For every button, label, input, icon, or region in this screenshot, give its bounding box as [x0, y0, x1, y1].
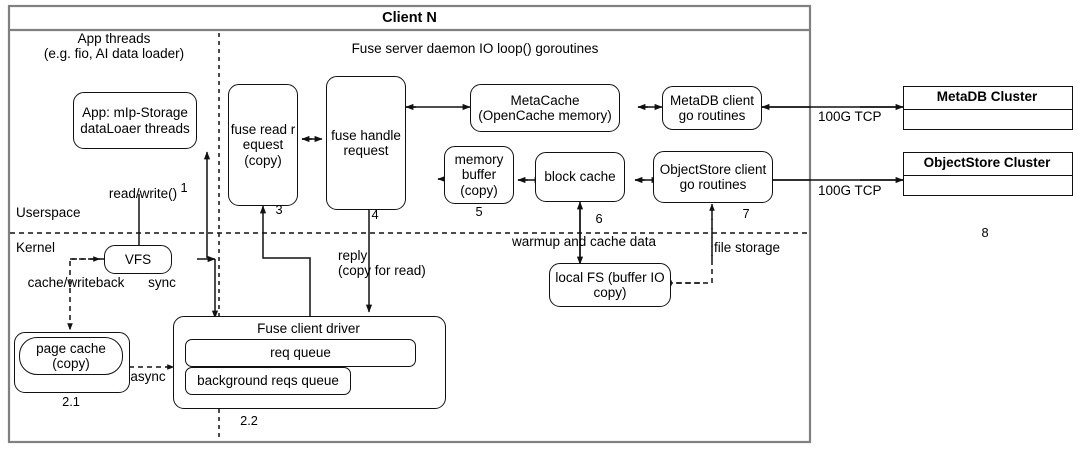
node-metadb-client[interactable]: MetaDB client go routines	[662, 86, 762, 130]
edge-label-cache-writeback: cache/writeback	[27, 275, 125, 290]
edge-label-read-write: read/write()	[108, 186, 178, 201]
edge-label-sync: sync	[148, 275, 176, 290]
edge-label-reply: reply (copy for read)	[338, 248, 426, 279]
edge-driver-fuse-read-request	[259, 205, 311, 316]
fuse-daemon-label: Fuse server daemon IO loop() goroutines	[351, 41, 599, 56]
index-8: 8	[981, 225, 989, 240]
objectstore-cluster-header	[903, 152, 1073, 176]
node-app[interactable]: App: mIp-Storage dataLoaer threads	[73, 92, 197, 149]
node-req-queue[interactable]: req queue	[185, 339, 416, 367]
node-block-cache[interactable]: block cache	[535, 152, 625, 202]
client-frame	[7, 4, 812, 444]
metadb-cluster-header	[903, 86, 1073, 110]
objectstore-cluster-label: ObjectStore Cluster	[923, 155, 1051, 170]
edge-label-tcp-object: 100G TCP	[818, 183, 882, 198]
kernel-label: Kernel	[16, 240, 56, 255]
index-6: 6	[595, 211, 603, 226]
client-title: Client N	[382, 10, 437, 26]
metadb-cluster-label: MetaDB Cluster	[936, 89, 1038, 104]
node-fuse-read-request[interactable]: fuse read r equest (copy)	[228, 84, 298, 206]
node-vfs[interactable]: VFS	[104, 245, 172, 274]
index-5: 5	[475, 204, 483, 219]
fuse-client-driver-label: Fuse client driver	[257, 321, 360, 336]
node-metacache[interactable]: MetaCache (OpenCache memory)	[470, 84, 620, 132]
edge-label-warmup: warmup and cache data	[511, 234, 657, 249]
node-local-fs[interactable]: local FS (buffer IO copy)	[549, 263, 671, 307]
node-objectstore-client[interactable]: ObjectStore client go routines	[653, 151, 773, 203]
index-2-2: 2.2	[240, 413, 258, 428]
app-threads-label: App threads (e.g. fio, AI data loader)	[43, 31, 185, 62]
edge-label-tcp-meta: 100G TCP	[818, 109, 882, 124]
index-2-1: 2.1	[62, 394, 80, 409]
edge-label-read-write-index: 1	[180, 180, 188, 195]
node-fuse-handle-request[interactable]: fuse handle request	[326, 76, 406, 210]
edge-label-async: async	[130, 369, 166, 384]
index-4: 4	[371, 207, 379, 222]
userspace-label: Userspace	[16, 205, 81, 220]
edge-file-storage-path	[670, 206, 713, 284]
node-memory-buffer[interactable]: memory buffer (copy)	[444, 146, 514, 204]
node-background-reqs-queue[interactable]: background reqs queue	[185, 367, 351, 395]
edge-label-file-storage: file storage	[714, 240, 781, 255]
index-7: 7	[742, 206, 750, 221]
edge-cache-writeback-down	[67, 258, 104, 331]
index-3: 3	[275, 202, 283, 217]
node-page-cache[interactable]: page cache (copy)	[19, 337, 123, 375]
